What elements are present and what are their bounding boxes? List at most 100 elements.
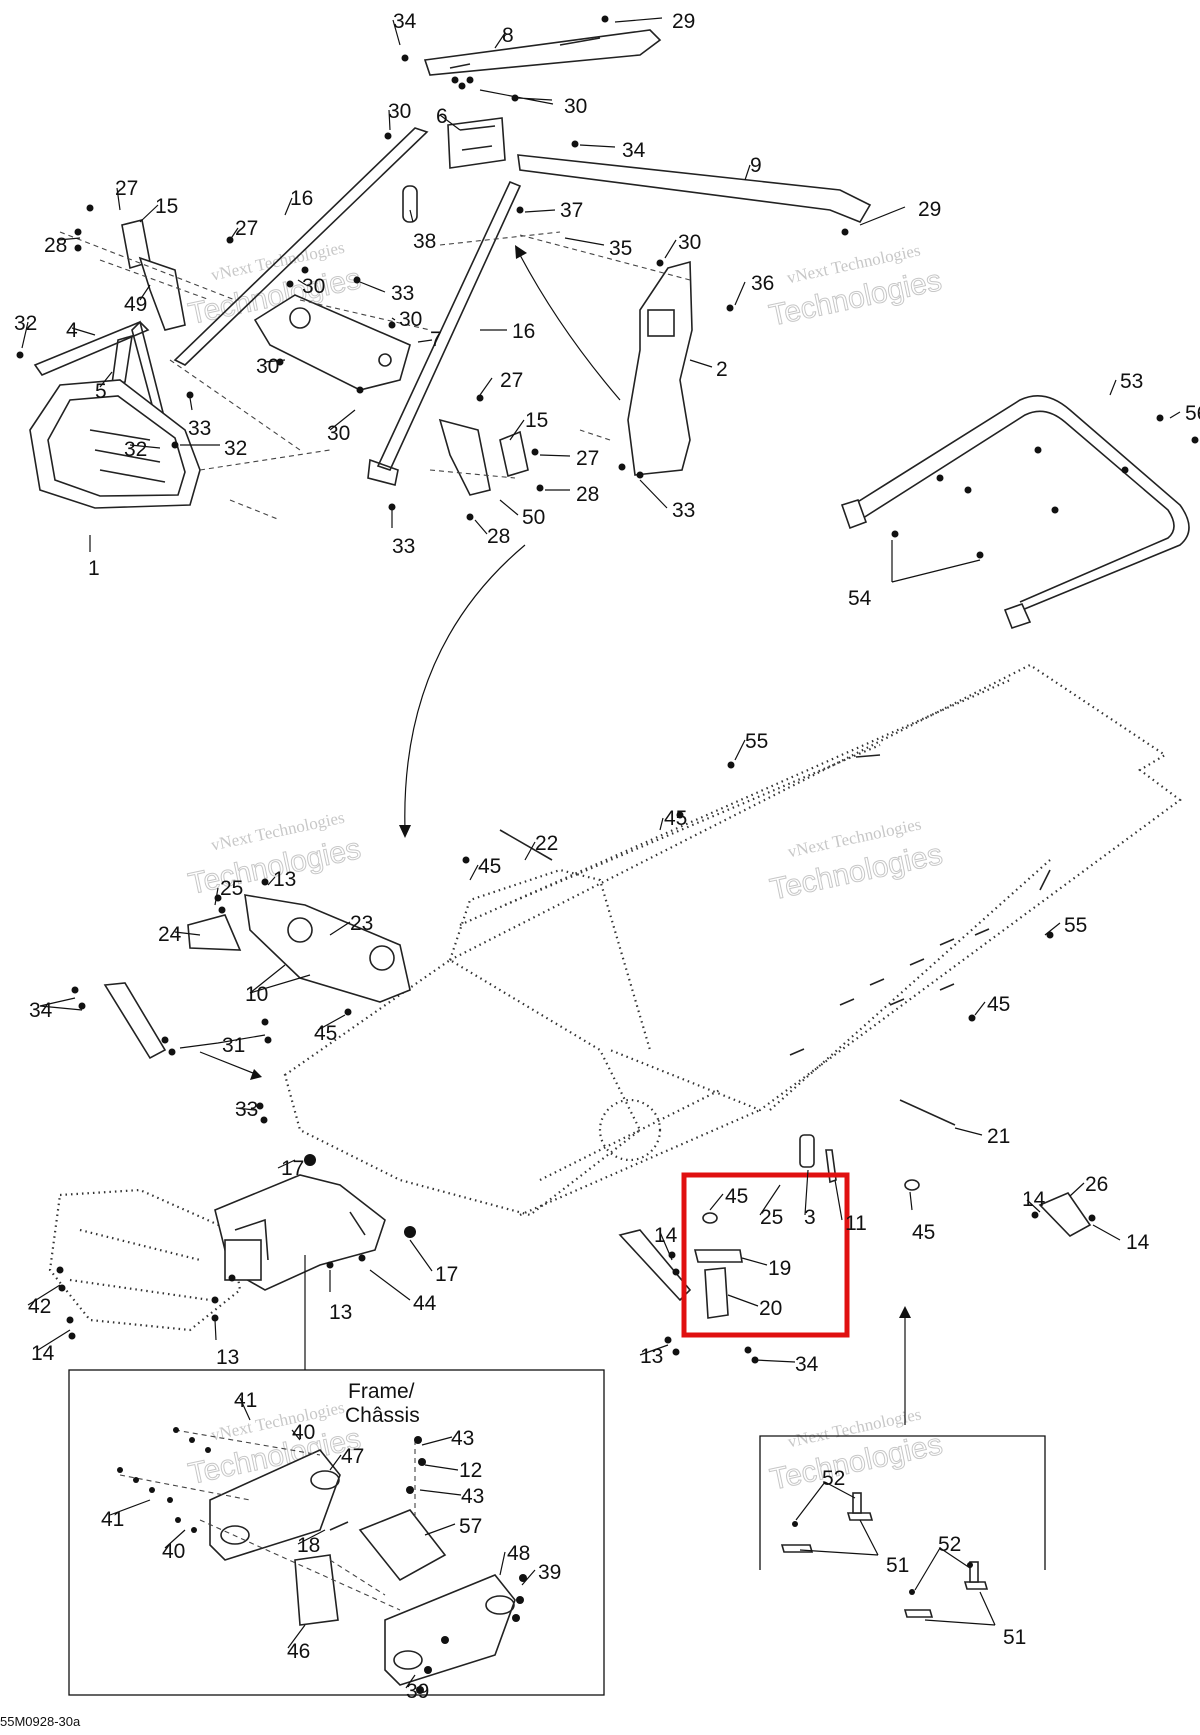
callout-7: 7 [430,328,442,351]
callout-13: 13 [273,868,296,891]
inset-bore [310,1470,340,1490]
callout-27: 27 [500,369,523,392]
callout-45: 45 [664,807,687,830]
callout-16: 16 [512,320,535,343]
part-51-stem [969,1561,979,1583]
callout-19: 19 [768,1257,791,1280]
callout-14: 14 [1022,1188,1046,1211]
tunnel-body [283,958,642,1217]
callout-25: 25 [760,1206,783,1229]
callout-57: 57 [459,1515,482,1538]
part-46-inset-plate [294,1554,339,1626]
arrow-head [399,825,411,838]
inset-bore [485,1595,515,1615]
fastener-dots [117,1427,527,1694]
callout-33: 33 [235,1098,258,1121]
callout-17: 17 [281,1157,304,1180]
callout-30: 30 [327,422,350,445]
callout-26: 26 [1085,1173,1108,1196]
leader-lines [21,17,1181,1689]
front-subframe-detail [69,1228,211,1302]
callout-14: 14 [654,1224,678,1247]
callout-1: 1 [88,557,100,580]
part-51-stop [903,1609,934,1618]
watermark-group: vNext Technologies Technologies [766,240,945,333]
callout-30: 30 [388,100,411,123]
callout-13: 13 [640,1345,663,1368]
part-53-bumper-inner [859,410,1175,603]
leader-54 [891,540,981,583]
arrow-head [899,1306,911,1318]
callout-45: 45 [478,855,501,878]
part-45-plug [702,1212,718,1224]
callout-38: 38 [413,230,436,253]
part-7-cross-member [253,294,411,391]
callout-34: 34 [393,10,417,33]
callout-28: 28 [44,234,67,257]
callout-11: 11 [845,1212,867,1235]
part-5-small-brace [111,334,133,385]
fastener-dots [891,414,1199,559]
callout-55: 55 [745,730,768,753]
part-21-strip [899,1099,956,1126]
part-16-right-tube [376,180,522,471]
callout-27: 27 [235,217,258,240]
callout-50: 50 [522,506,545,529]
callout-27: 27 [576,447,599,470]
part-3-bumper-stop [799,1134,815,1168]
part-9-long-bar [517,154,872,223]
main-chassis [48,663,1182,1332]
inset-guide-lines [119,1429,416,1611]
callout-45: 45 [987,993,1010,1016]
callout-52: 52 [938,1533,961,1556]
slider-stop-inset [759,1435,1046,1626]
callout-14: 14 [31,1342,55,1365]
callout-34: 34 [795,1353,819,1376]
callout-6: 6 [436,105,448,128]
part-18-inset-pin [329,1521,349,1531]
callout-39: 39 [538,1561,561,1584]
part-6-detail [459,125,496,151]
inset-bore [220,1525,250,1545]
slide-rail-left [504,743,881,907]
part-7-hole [289,307,311,329]
part-6-bracket-plate [447,117,506,169]
part-8-upper-bar [423,29,662,76]
leader-arrow [199,1051,259,1076]
side-bracket-13-34 [618,1229,692,1302]
front-frame-block [224,1239,262,1281]
part-16-left-tube [173,127,429,366]
arrow-head [250,1069,262,1080]
tunnel-left-rail [459,678,1011,927]
fastener-dots [56,1211,1096,1340]
callout-30: 30 [302,275,325,298]
callout-33: 33 [672,499,695,522]
rear-bumper-loop [840,394,1199,629]
callout-49: 49 [124,293,147,316]
callout-46: 46 [287,1640,310,1663]
callout-29: 29 [918,198,941,221]
callout-25: 25 [220,877,243,900]
drawing-code-label: 55M0928-30a [0,1714,81,1729]
right-side-parts [618,1134,1092,1425]
front-lower-frame [56,1174,1096,1370]
front-subframe [48,1188,242,1332]
callout-44: 44 [413,1292,437,1315]
callout-41: 41 [234,1389,257,1412]
part-51-stop [846,1512,874,1521]
slide-rail-right [769,859,1051,1111]
part-23-boss [369,945,395,971]
callout-41: 41 [101,1508,124,1531]
mid-left-parts [71,761,1054,1238]
callout-20: 20 [759,1297,782,1320]
callout-45: 45 [725,1185,748,1208]
part-20-bracket [704,1267,729,1319]
inset-border [68,1369,605,1696]
callout-32: 32 [124,438,147,461]
callout-36: 36 [751,272,774,295]
part-8-detail [449,37,601,69]
leader-51 [924,1591,996,1626]
callout-45: 45 [314,1022,337,1045]
part-45-plug [904,1179,920,1191]
